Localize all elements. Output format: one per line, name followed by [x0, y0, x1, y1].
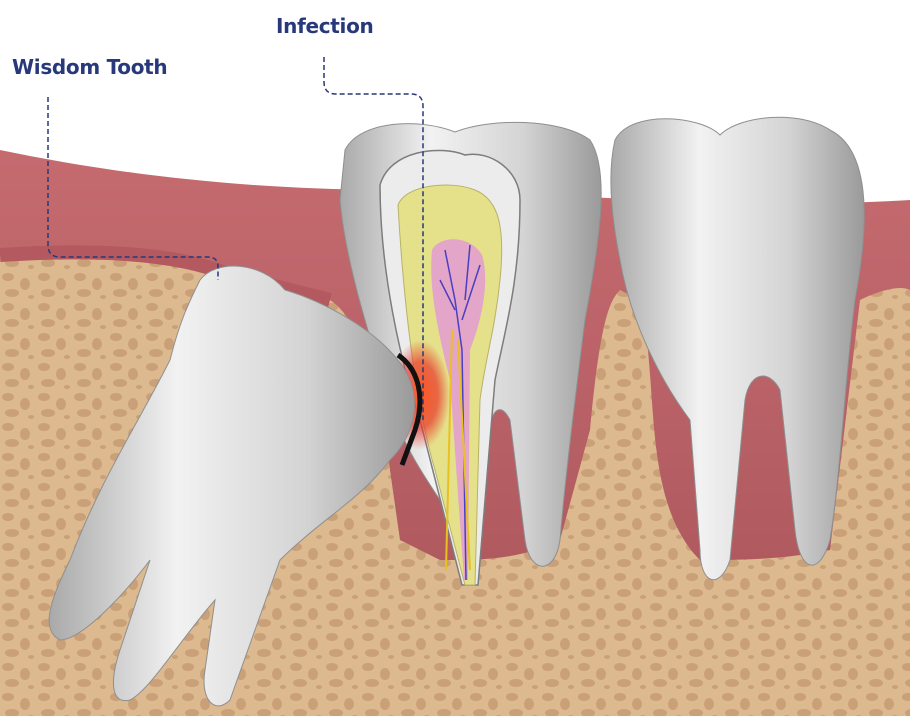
infection-label: Infection [276, 14, 374, 38]
pulp [431, 239, 486, 580]
molar-right [610, 116, 865, 581]
wisdom-tooth [48, 265, 415, 707]
molar-cross-section [339, 121, 602, 586]
wisdom-tooth-leader-line [47, 97, 219, 280]
wisdom-tooth-label: Wisdom Tooth [12, 55, 168, 79]
nerves [439, 244, 481, 581]
infection-leader-line [323, 57, 424, 420]
